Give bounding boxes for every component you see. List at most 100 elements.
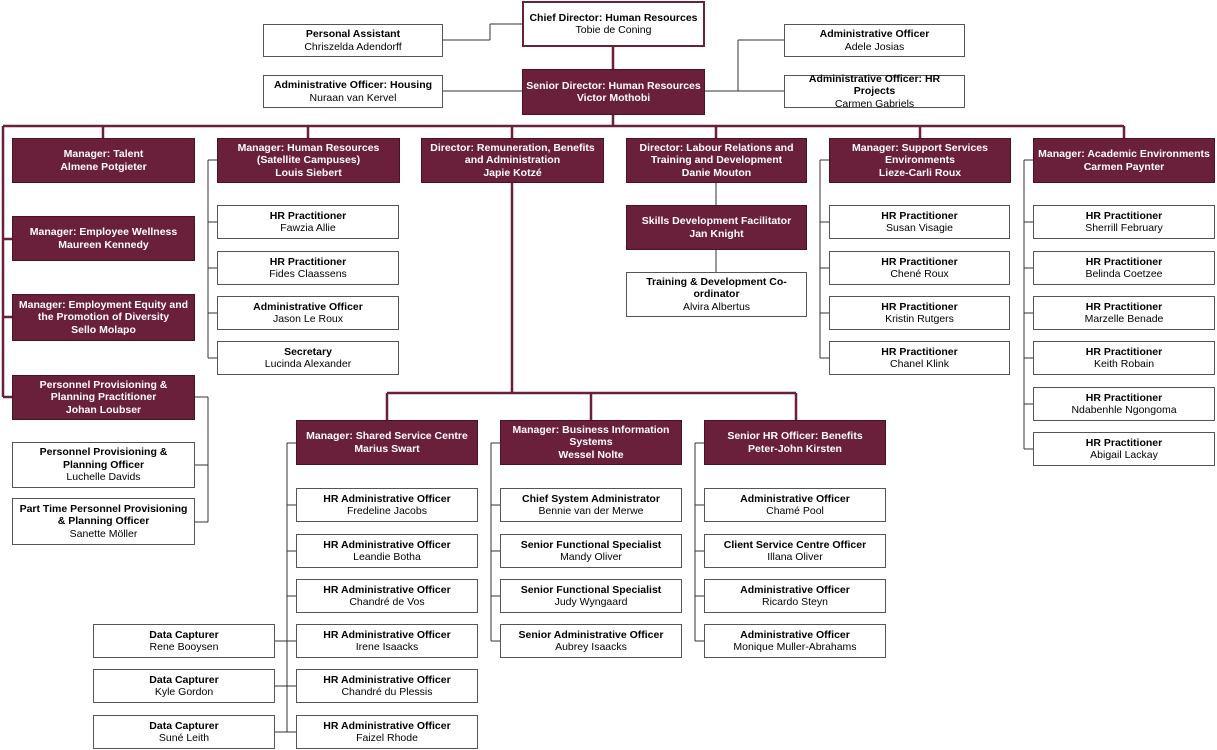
org-box-ppo: Personnel Provisioning & Planning Office… bbox=[12, 442, 195, 488]
org-box-name: Judy Wyngaard bbox=[554, 596, 628, 608]
org-box-name: Peter-John Kirsten bbox=[748, 442, 842, 455]
org-box-name: Johan Loubser bbox=[65, 403, 142, 416]
org-box-name: Japie Kotzé bbox=[483, 166, 542, 179]
org-box-title: Part Time Personnel Provisioning & Plann… bbox=[19, 502, 188, 528]
org-box-title: HR Practitioner bbox=[881, 255, 958, 268]
org-box-name: Suné Leith bbox=[158, 732, 210, 744]
org-box-name: Keith Robain bbox=[1093, 358, 1155, 370]
org-box-name: Kristin Rutgers bbox=[885, 313, 954, 325]
org-box-name: Victor Mothobi bbox=[576, 92, 651, 104]
org-box-name: Chandré du Plessis bbox=[341, 686, 433, 698]
org-box-name: Abigail Lackay bbox=[1090, 449, 1158, 461]
org-box-name: Chandré de Vos bbox=[349, 596, 425, 608]
org-box-name: Luchelle Davids bbox=[66, 471, 141, 484]
org-box-title: Senior Functional Specialist bbox=[520, 583, 662, 596]
org-box-title: Data Capturer bbox=[149, 673, 219, 686]
org-box-title: HR Practitioner bbox=[881, 209, 958, 222]
org-box-mhs: Manager: Human Resources (Satellite Camp… bbox=[217, 138, 400, 183]
org-box-title: Data Capturer bbox=[149, 628, 219, 641]
org-box-name: Bennie van der Merwe bbox=[538, 505, 644, 517]
org-box-title: HR Administrative Officer bbox=[323, 583, 451, 596]
org-box-name: Illana Oliver bbox=[767, 551, 823, 563]
org-box-title: Manager: Business Information Systems bbox=[512, 423, 670, 449]
org-box-title: Administrative Officer bbox=[740, 628, 850, 641]
org-box-name: Sanette Möller bbox=[69, 527, 138, 540]
org-box-name: Ndabenhle Ngongoma bbox=[1071, 404, 1177, 416]
org-box-name: Chanel Klink bbox=[890, 358, 949, 370]
org-box-name: Jason Le Roux bbox=[272, 313, 344, 325]
org-box-title: Training & Development Co-ordinator bbox=[646, 275, 787, 301]
org-box-dlr: Director: Labour Relations and Training … bbox=[626, 138, 807, 183]
org-box-title: Director: Labour Relations and Training … bbox=[639, 141, 794, 167]
org-box-title: Personnel Provisioning & Planning Office… bbox=[39, 446, 168, 471]
org-box-name: Fides Claassens bbox=[269, 268, 347, 280]
org-box-title: Director: Remuneration, Benefits and Adm… bbox=[430, 141, 595, 167]
org-box-name: Leandie Botha bbox=[353, 551, 421, 563]
org-box-name: Fredeline Jacobs bbox=[347, 505, 427, 517]
org-box-title: Manager: Talent bbox=[63, 148, 144, 160]
org-box-name: Lucinda Alexander bbox=[264, 358, 352, 370]
org-box-title: Senior HR Officer: Benefits bbox=[727, 430, 863, 442]
org-box-title: HR Practitioner bbox=[881, 345, 958, 358]
org-box-title: Chief Director: Human Resources bbox=[529, 11, 698, 24]
org-box-title: HR Practitioner bbox=[1085, 255, 1163, 268]
org-box-title: Administrative Officer bbox=[740, 583, 850, 596]
org-box-title: Chief System Administrator bbox=[522, 492, 660, 505]
org-box-title: HR Practitioner bbox=[1085, 345, 1163, 358]
org-box-name: Sherrill February bbox=[1085, 222, 1163, 234]
org-box-name: Jan Knight bbox=[689, 227, 744, 240]
org-box-name: Adele Josias bbox=[844, 40, 905, 53]
org-box-title: HR Practitioner bbox=[269, 255, 347, 268]
org-box-title: HR Administrative Officer bbox=[323, 492, 451, 505]
org-box-title: HR Administrative Officer bbox=[323, 673, 451, 686]
org-box-title: Personal Assistant bbox=[305, 28, 401, 40]
org-box-title: Senior Functional Specialist bbox=[520, 538, 662, 551]
org-box-name: Chriszelda Adendorff bbox=[304, 40, 402, 53]
org-box-title: Manager: Academic Environments bbox=[1038, 148, 1210, 160]
org-box-title: Client Service Centre Officer bbox=[723, 538, 867, 551]
org-box-name: Danie Mouton bbox=[681, 166, 752, 179]
org-box-name: Ricardo Steyn bbox=[762, 596, 828, 608]
org-box-name: Irene Isaacks bbox=[355, 641, 419, 653]
org-box-name: Sello Molapo bbox=[71, 323, 136, 336]
org-box-title: Administrative Officer bbox=[253, 300, 363, 313]
org-box-title: HR Practitioner bbox=[269, 209, 347, 222]
org-box-title: Senior Administrative Officer bbox=[518, 628, 664, 641]
org-box-title: Manager: Human Resources (Satellite Camp… bbox=[237, 141, 380, 167]
org-box-drb: Director: Remuneration, Benefits and Adm… bbox=[421, 138, 604, 183]
org-box-name: Aubrey Isaacks bbox=[555, 641, 627, 653]
org-box-name: Fawzia Allie bbox=[280, 222, 336, 234]
org-box-name: Carmen Gabriels bbox=[834, 97, 915, 110]
org-box-name: Marzelle Benade bbox=[1084, 313, 1164, 325]
org-box-title: HR Practitioner bbox=[1085, 300, 1163, 313]
org-box-title: HR Administrative Officer bbox=[323, 628, 451, 641]
